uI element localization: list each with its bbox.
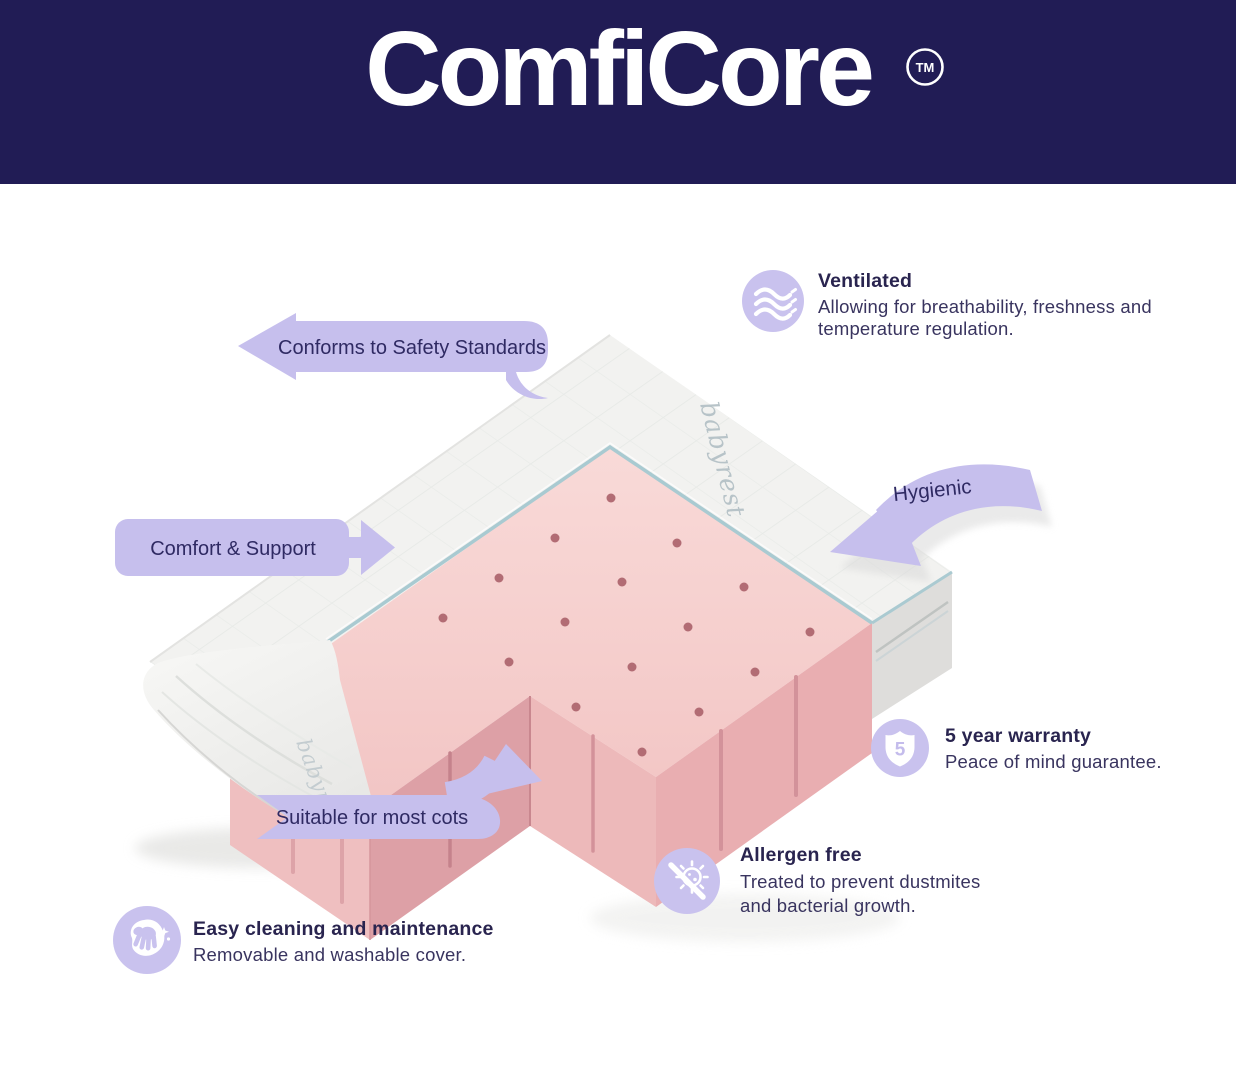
feature-title: Allergen free <box>740 844 862 866</box>
comfort-label: Comfort & Support <box>150 538 316 560</box>
warranty-badge: 5 <box>895 740 906 761</box>
feature-allergen: Allergen free Treated to prevent dustmit… <box>654 844 1015 919</box>
safety-arrow-banner: Conforms to Safety Standards <box>238 313 548 400</box>
trademark-text: TM <box>916 60 935 75</box>
feature-description: Allowing for breathability, freshness an… <box>818 296 1152 339</box>
curved-arrow-head-icon <box>830 497 921 566</box>
hygienic-curved-arrow: Hygienic <box>830 464 1052 582</box>
safety-label: Conforms to Safety Standards <box>278 337 546 359</box>
arrow-right-icon <box>361 520 395 575</box>
cots-arrow-banner: Suitable for most cots <box>257 744 542 839</box>
foam-face-front-right <box>656 623 872 907</box>
vent-holes <box>438 493 815 757</box>
air-flow-icon <box>742 270 804 332</box>
feature-description: Peace of mind guarantee. <box>945 751 1162 772</box>
foam-core <box>230 442 873 940</box>
comfort-arrow-banner: Comfort & Support <box>115 519 395 576</box>
arrow-left-icon <box>238 313 296 380</box>
feature-cleaning: Easy cleaning and maintenance Removable … <box>113 906 523 974</box>
feature-title: Ventilated <box>818 270 913 292</box>
trademark-icon: TM <box>906 48 944 86</box>
header-banner: ComfiCore TM <box>0 0 1236 184</box>
arrow-up-icon <box>470 744 542 798</box>
hand-icon <box>133 926 157 951</box>
mattress-cover: babyrest <box>149 334 953 719</box>
shield-warranty-icon: 5 <box>871 719 929 777</box>
feature-ventilated: Ventilated Allowing for breathability, f… <box>742 270 1153 339</box>
product-title: ComfiCore <box>365 10 875 128</box>
cover-drape: babyrest <box>143 640 375 839</box>
foam-top <box>230 447 872 810</box>
feature-title: 5 year warranty <box>945 725 1092 747</box>
cover-side-face <box>872 572 952 719</box>
feature-description: Treated to prevent dustmites and bacteri… <box>740 871 981 917</box>
feature-description: Removable and washable cover. <box>193 944 467 965</box>
cots-label: Suitable for most cots <box>276 807 468 829</box>
feature-title: Easy cleaning and maintenance <box>193 918 494 940</box>
piping-seam <box>325 444 873 645</box>
feature-warranty: 5 5 year warranty Peace of mind guarante… <box>871 719 1236 777</box>
no-allergen-icon <box>654 848 720 914</box>
wipe-clean-icon <box>113 906 181 974</box>
sparkle-icon <box>159 927 169 937</box>
